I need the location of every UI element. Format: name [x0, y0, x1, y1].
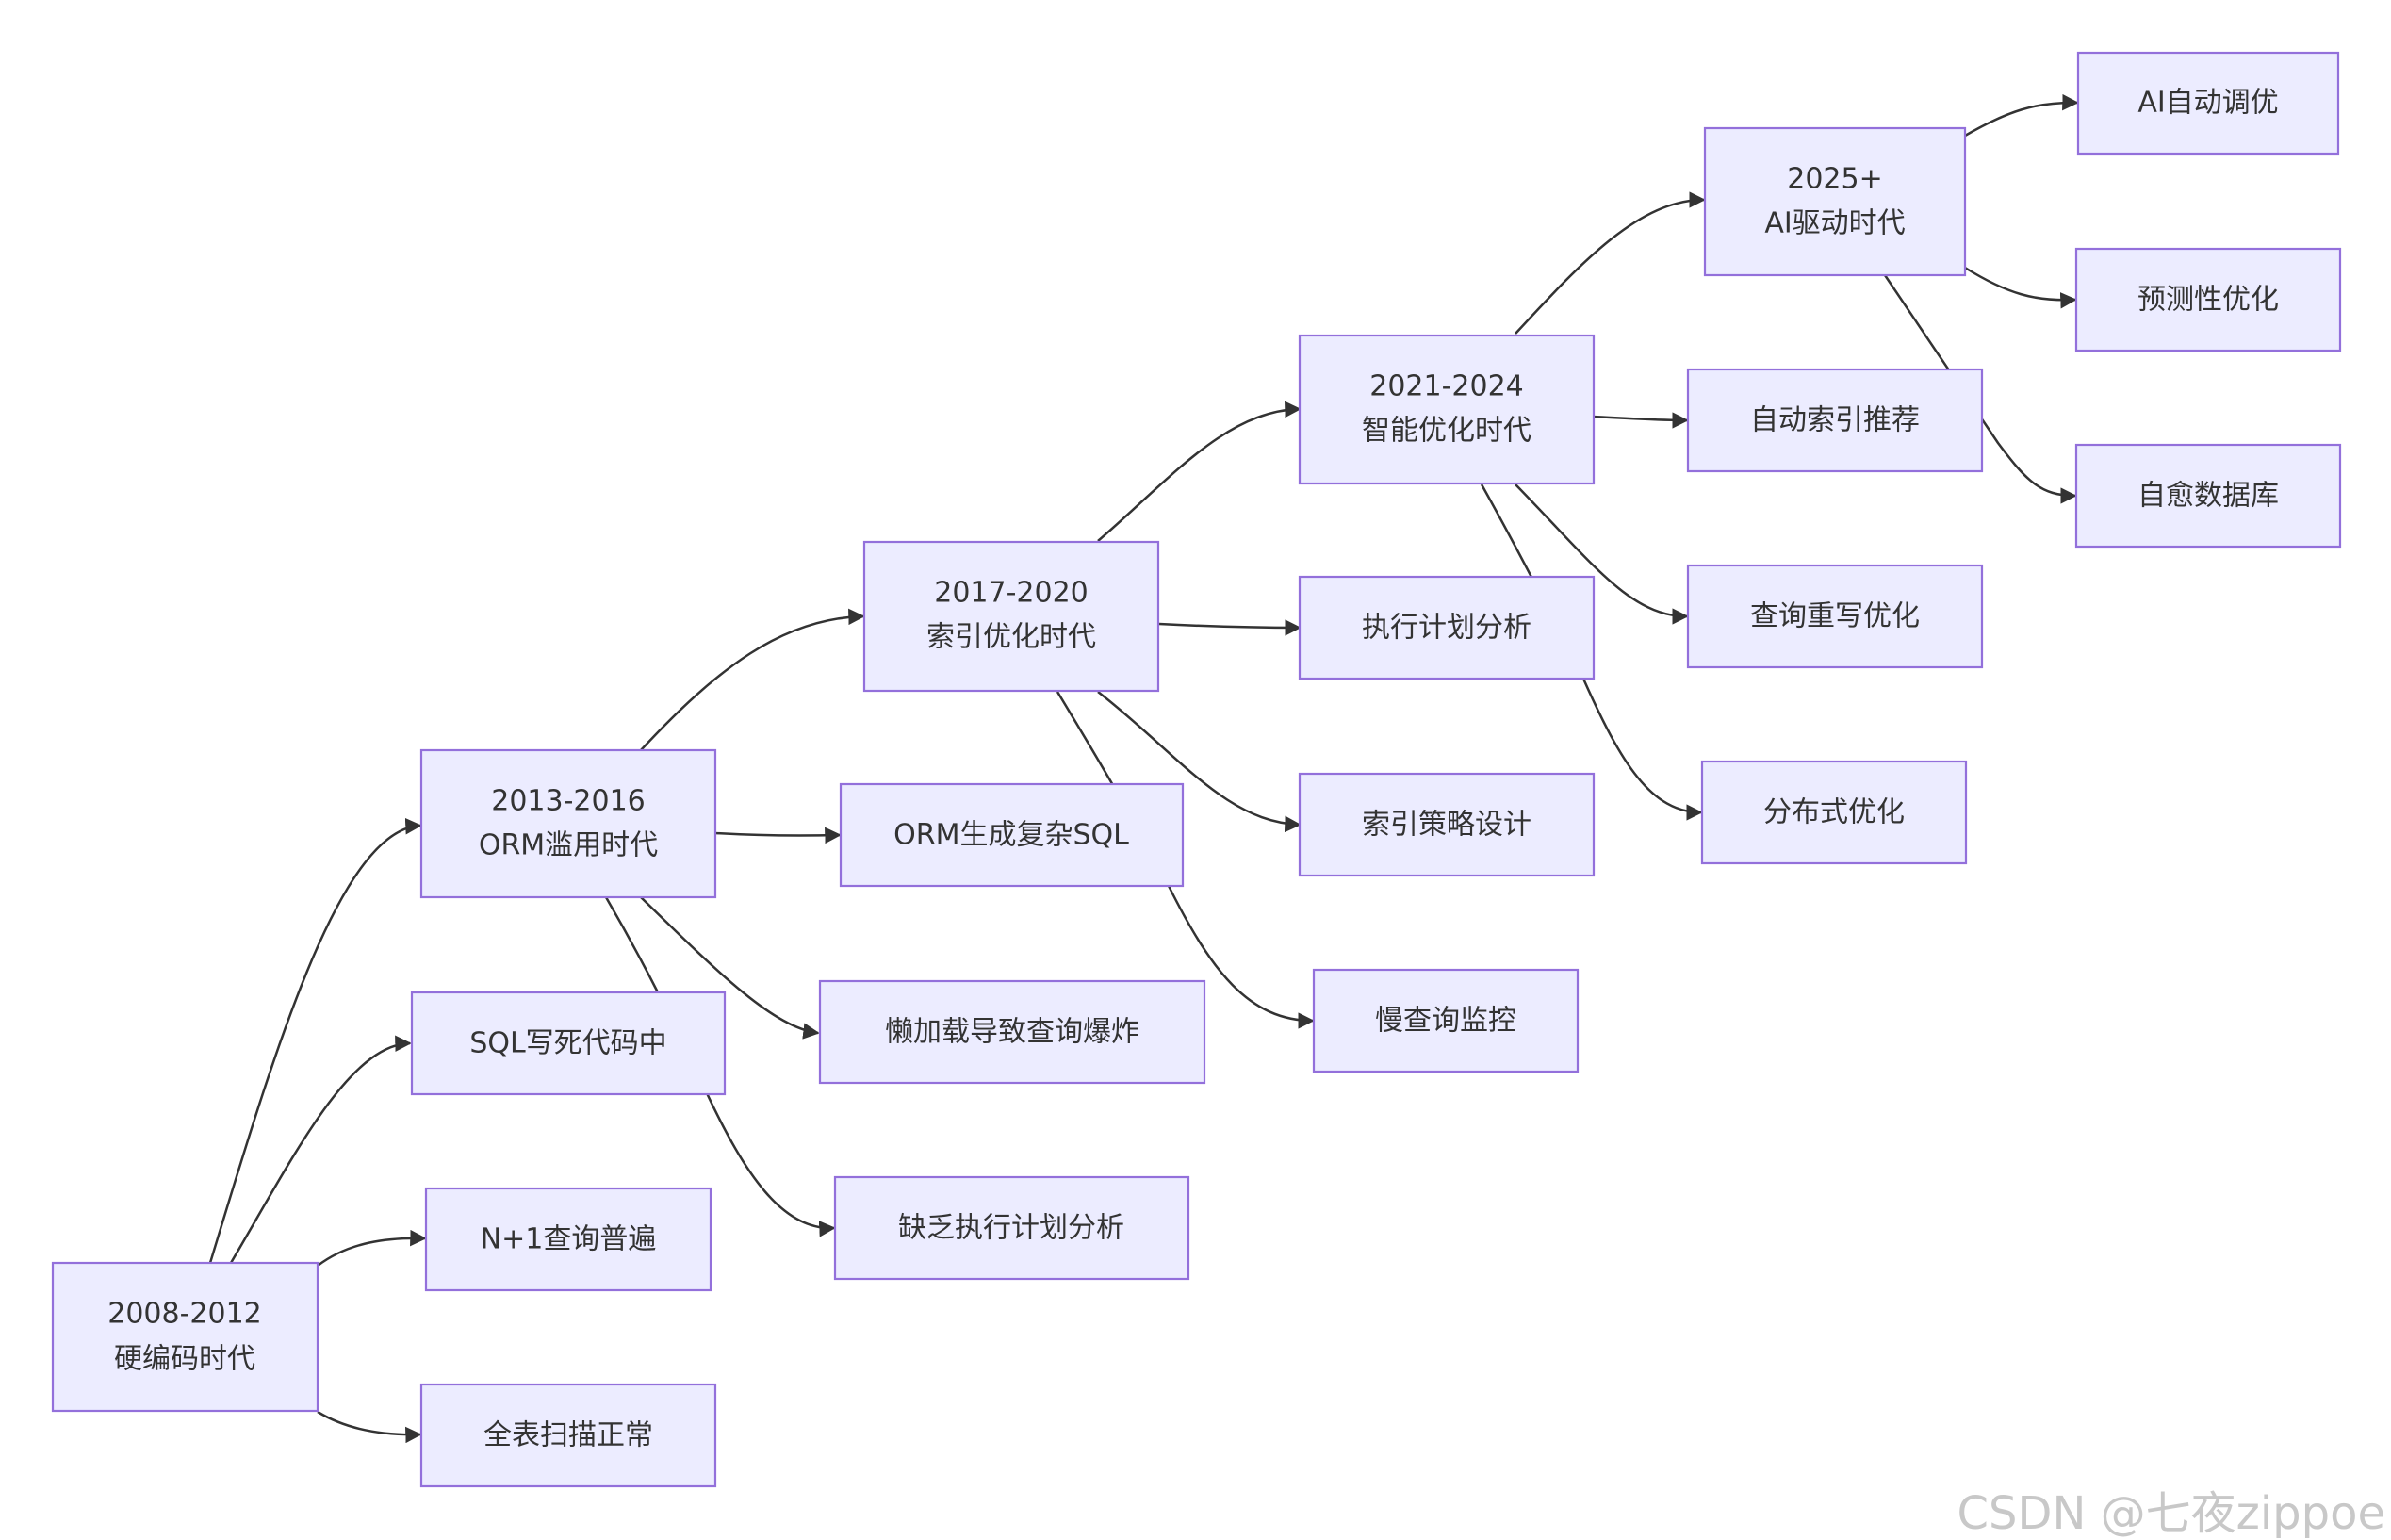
node-2013-2016: 2013-2016 ORM滥用时代	[419, 748, 717, 899]
edge-2013-to-2017	[640, 608, 865, 751]
node-title: 2025+	[1787, 163, 1882, 196]
node-orm-sql: ORM生成复杂SQL	[839, 782, 1185, 888]
node-box	[1298, 575, 1596, 680]
node-box	[818, 979, 1206, 1085]
node-label: 执行计划分析	[1362, 612, 1531, 645]
node-box	[2074, 443, 2342, 549]
node-label: 索引策略设计	[1362, 809, 1531, 842]
edge-2021-to-2025	[1515, 191, 1706, 335]
edge-2025-to-ai-tuning	[1964, 93, 2079, 138]
node-box	[1312, 968, 1580, 1073]
edge-2017-to-2021	[1097, 401, 1302, 542]
node-box	[1298, 334, 1596, 485]
node-label: 自愈数据库	[2137, 480, 2279, 513]
node-box	[1686, 368, 1984, 473]
csdn-watermark: CSDN @七夜zippoe	[1957, 1487, 2385, 1540]
edge-2008-to-full-scan	[317, 1410, 422, 1444]
node-label: SQL写死代码中	[469, 1027, 666, 1060]
node-box	[1703, 126, 1967, 277]
edge-2013-to-orm-sql	[714, 827, 842, 844]
node-box	[1686, 564, 1984, 669]
node-title: 2013-2016	[491, 785, 646, 818]
node-label: 慢查询监控	[1375, 1005, 1516, 1038]
node-label: 预测性优化	[2137, 284, 2279, 317]
node-box	[51, 1261, 319, 1413]
node-box	[1298, 772, 1596, 877]
node-title: 2008-2012	[107, 1298, 262, 1331]
node-2017-2020: 2017-2020 索引优化时代	[862, 540, 1160, 693]
node-box	[2076, 51, 2340, 156]
node-self-healing: 自愈数据库	[2074, 443, 2342, 549]
edge-2025-to-predictive	[1964, 266, 2077, 309]
node-label: 分布式优化	[1763, 796, 1905, 829]
node-box	[2074, 247, 2342, 352]
node-label: 查询重写优化	[1750, 600, 1920, 633]
node-box	[1700, 760, 1968, 865]
node-box	[419, 748, 717, 899]
node-index-strategy: 索引策略设计	[1298, 772, 1596, 877]
node-subtitle: AI驱动时代	[1764, 207, 1905, 240]
edge-2008-to-2013	[208, 818, 422, 1264]
node-2008-2012: 2008-2012 硬编码时代	[51, 1261, 319, 1413]
node-label: N+1查询普遍	[481, 1223, 657, 1256]
node-box	[424, 1187, 712, 1292]
edge-2008-to-hardcoded-sql	[229, 1035, 412, 1264]
edge-2017-to-index-strategy	[1097, 691, 1302, 833]
node-predictive: 预测性优化	[2074, 247, 2342, 352]
node-2021-2024: 2021-2024 智能优化时代	[1298, 334, 1596, 485]
edges	[208, 93, 2079, 1444]
node-2025-plus: 2025+ AI驱动时代	[1703, 126, 1967, 277]
edge-2021-to-auto-index	[1592, 412, 1689, 429]
node-subtitle: ORM滥用时代	[479, 829, 658, 862]
node-distributed: 分布式优化	[1700, 760, 1968, 865]
edge-2017-to-exec-plan	[1158, 619, 1302, 636]
node-title: 2017-2020	[934, 577, 1089, 610]
node-hardcoded-sql: SQL写死代码中	[410, 991, 727, 1096]
node-box	[410, 991, 727, 1096]
node-label: 全表扫描正常	[483, 1419, 653, 1452]
node-exec-plan: 执行计划分析	[1298, 575, 1596, 680]
node-label: AI自动调优	[2137, 87, 2278, 120]
node-auto-index: 自动索引推荐	[1686, 368, 1984, 473]
node-subtitle: 智能优化时代	[1362, 415, 1531, 448]
node-box	[419, 1383, 717, 1488]
edge-2013-to-lazy-load	[640, 896, 820, 1040]
node-query-rewrite: 查询重写优化	[1686, 564, 1984, 669]
node-subtitle: 索引优化时代	[926, 621, 1096, 654]
node-label: 自动索引推荐	[1750, 404, 1920, 437]
edge-2021-to-query-rewrite	[1515, 483, 1689, 625]
node-title: 2021-2024	[1369, 370, 1524, 403]
node-no-plan: 缺乏执行计划分析	[833, 1175, 1190, 1281]
node-box	[833, 1175, 1190, 1281]
node-slow-query: 慢查询监控	[1312, 968, 1580, 1073]
node-ai-tuning: AI自动调优	[2076, 51, 2340, 156]
node-subtitle: 硬编码时代	[114, 1343, 255, 1376]
node-label: 缺乏执行计划分析	[898, 1212, 1124, 1245]
edge-2008-to-n-plus-one	[317, 1229, 427, 1267]
edge-2025-to-self-healing	[1883, 274, 2077, 504]
node-box	[862, 540, 1160, 693]
node-label: ORM生成复杂SQL	[893, 819, 1129, 852]
node-full-scan: 全表扫描正常	[419, 1383, 717, 1488]
node-n-plus-one: N+1查询普遍	[424, 1187, 712, 1292]
node-box	[839, 782, 1185, 888]
node-label: 懒加载导致查询爆炸	[885, 1016, 1139, 1049]
node-lazy-load: 懒加载导致查询爆炸	[818, 979, 1206, 1085]
